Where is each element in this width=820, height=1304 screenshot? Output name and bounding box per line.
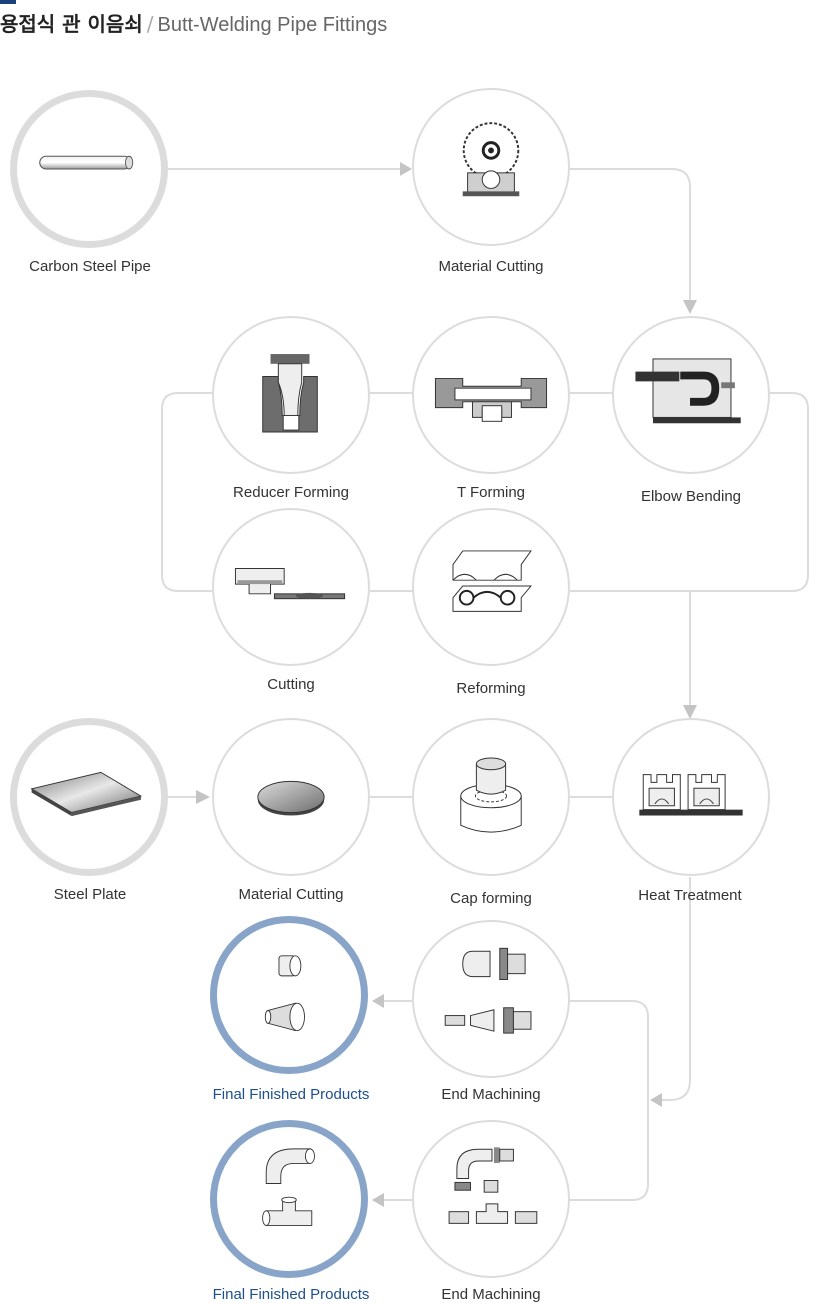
title-separator: / — [146, 12, 154, 36]
arrow-to-final-1 — [372, 994, 384, 1008]
node-material-cutting-2 — [212, 718, 370, 876]
arrow-to-final-2 — [372, 1193, 384, 1207]
label-steel-plate: Steel Plate — [53, 886, 127, 903]
page-title: 용접식 관 이음쇠/Butt-Welding Pipe Fittings — [0, 8, 387, 37]
connector-right-loop — [570, 392, 809, 592]
title-english: Butt-Welding Pipe Fittings — [157, 14, 388, 36]
reform-die-icon — [452, 550, 533, 612]
arrow-to-material-cutting — [400, 162, 412, 176]
arrow-into-end-machining — [650, 1093, 662, 1107]
label-end-machining-2: End Machining — [441, 1286, 541, 1303]
node-elbow-bending — [612, 316, 770, 474]
label-reforming: Reforming — [456, 680, 526, 697]
label-material-cutting-1: Material Cutting — [438, 258, 544, 275]
pipe-icon — [39, 155, 134, 170]
node-t-forming — [412, 316, 570, 474]
arrow-to-material-cutting-2 — [196, 790, 210, 804]
label-elbow-bending: Elbow Bending — [640, 488, 742, 505]
cap-reducer-products-icon — [264, 955, 305, 1032]
label-final-products-2: Final Finished Products — [212, 1286, 370, 1303]
title-korean: 용접식 관 이음쇠 — [0, 12, 143, 36]
machined-elbow-tee-icon — [448, 1147, 538, 1224]
node-reducer-forming — [212, 316, 370, 474]
arrow-to-heat-treatment — [683, 705, 697, 719]
label-final-products-1: Final Finished Products — [212, 1086, 370, 1103]
node-carbon-steel-pipe — [10, 90, 168, 248]
label-cap-forming: Cap forming — [450, 890, 532, 907]
steel-plate-icon — [30, 771, 143, 817]
node-final-products-2 — [210, 1120, 368, 1278]
label-end-machining-1: End Machining — [441, 1086, 541, 1103]
connector-cutting-to-elbow — [570, 168, 691, 303]
node-end-machining-1 — [412, 920, 570, 1078]
node-cutting — [212, 508, 370, 666]
furnace-icon — [639, 774, 743, 816]
label-heat-treatment: Heat Treatment — [638, 887, 742, 904]
connector-heat-down — [662, 877, 691, 1101]
cut-t-icon — [234, 567, 346, 600]
cap-die-icon — [460, 757, 522, 833]
node-steel-plate — [10, 718, 168, 876]
label-reducer-forming: Reducer Forming — [233, 484, 349, 501]
label-t-forming: T Forming — [456, 484, 526, 501]
node-end-machining-2 — [412, 1120, 570, 1278]
saw-cutter-icon — [462, 122, 520, 197]
label-cutting: Cutting — [267, 676, 315, 693]
arrow-to-elbow-bending — [683, 300, 697, 314]
node-heat-treatment — [612, 718, 770, 876]
node-final-products-1 — [210, 916, 368, 1074]
disc-blank-icon — [257, 780, 325, 816]
node-cap-forming — [412, 718, 570, 876]
machined-fittings-icon — [444, 947, 532, 1034]
connector-left-loop — [161, 392, 212, 592]
elbow-tee-products-icon — [262, 1148, 315, 1226]
node-reforming — [412, 508, 570, 666]
reducer-die-icon — [262, 354, 318, 433]
label-material-cutting-2: Material Cutting — [238, 886, 344, 903]
node-material-cutting-1 — [412, 88, 570, 246]
connector-right-bracket — [570, 1000, 649, 1201]
label-carbon-steel-pipe: Carbon Steel Pipe — [29, 258, 151, 275]
elbow-bender-icon — [635, 358, 741, 424]
t-die-icon — [434, 377, 548, 422]
title-accent-bar — [0, 0, 16, 4]
